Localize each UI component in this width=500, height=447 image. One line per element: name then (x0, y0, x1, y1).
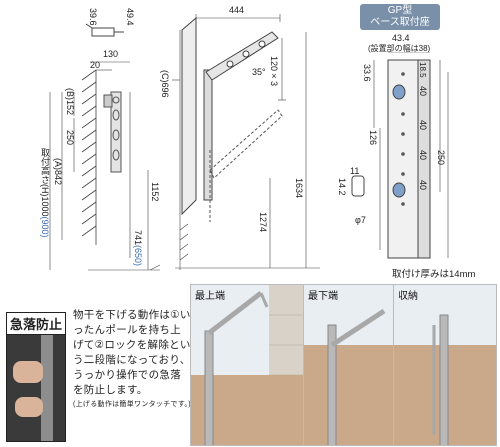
gp-dim-40c: 40 (418, 150, 428, 161)
gp-badge: GP型ベース取付座 (360, 4, 440, 30)
front-dim-1634: 1634 (294, 178, 304, 199)
side-dim-152: (B)152 (65, 88, 75, 116)
side-dim-39-6: 39.6 (88, 8, 98, 26)
side-dim-741: 741(650) (133, 230, 143, 267)
front-view-diagram (172, 14, 320, 270)
gp-dim-40a: 40 (418, 86, 428, 97)
side-dim-49-4: 49.4 (125, 8, 135, 26)
side-dim-130: 130 (103, 49, 119, 59)
gp-dim-14-2: 14.2 (337, 178, 347, 196)
front-dim-696: (C)696 (160, 70, 170, 98)
photo-bottom-position: 最下端 (303, 284, 395, 446)
side-view-diagram (49, 23, 161, 271)
gp-dim-11: 11 (350, 166, 360, 176)
gp-dim-126: 126 (368, 130, 378, 146)
gp-base-diagram (351, 52, 449, 259)
gp-dim-18-5: 18.5 (418, 62, 427, 78)
gp-dim-40d: 40 (418, 180, 428, 191)
photo-stowed-position: 収納 (393, 284, 497, 446)
side-dim-250: 250 (65, 130, 75, 146)
drop-prevention-title: 急落防止 (6, 312, 67, 335)
side-dim-20: 20 (90, 60, 101, 70)
front-dim-444: 444 (229, 5, 245, 15)
gp-dim-33-6: 33.6 (362, 64, 372, 82)
drop-photo (6, 330, 66, 442)
gp-dim-250: 250 (436, 150, 446, 166)
gp-thickness-note: 取付け厚みは14mm (392, 269, 476, 280)
side-dim-842: (A)842 (53, 158, 63, 186)
install-height-label: 取付高さ(H)1000(900) (40, 148, 50, 238)
drop-prevention-note: (上げる動作は簡単ワンタッチです。) (73, 401, 191, 408)
gp-dim-phi7: φ7 (355, 215, 366, 225)
front-dim-120x3: 120×3 (269, 56, 279, 87)
front-dim-35: 35° (252, 67, 266, 77)
gp-width-note: (設置部の幅は38) (368, 44, 431, 53)
gp-dim-40b: 40 (418, 120, 428, 131)
side-dim-1152: 1152 (150, 182, 160, 202)
photo-top-position: 最上端 (190, 284, 308, 446)
front-dim-1274: 1274 (258, 212, 268, 233)
gp-width: 43.4 (392, 33, 410, 43)
drop-prevention-body: 物干を下げる動作は①いったんポールを持ち上げて②ロックを解除という二段階になって… (73, 309, 191, 408)
